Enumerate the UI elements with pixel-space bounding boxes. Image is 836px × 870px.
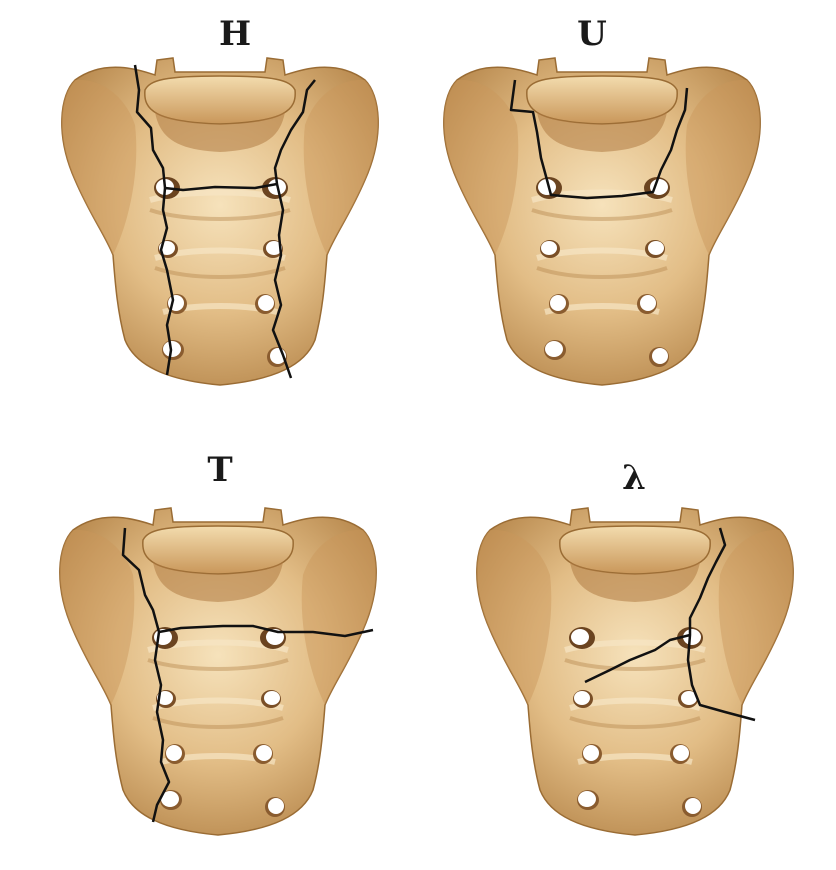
sacrum-t-fracture <box>48 500 388 845</box>
panel-label-u: U <box>532 14 652 54</box>
sacrum-h-fracture <box>50 50 390 395</box>
panel-label-h: H <box>175 14 295 54</box>
sacrum-lambda-fracture <box>465 500 805 845</box>
panel-label-lambda: λ <box>574 458 694 498</box>
sacrum-u-fracture <box>432 50 772 395</box>
panel-label-t: T <box>160 450 280 490</box>
